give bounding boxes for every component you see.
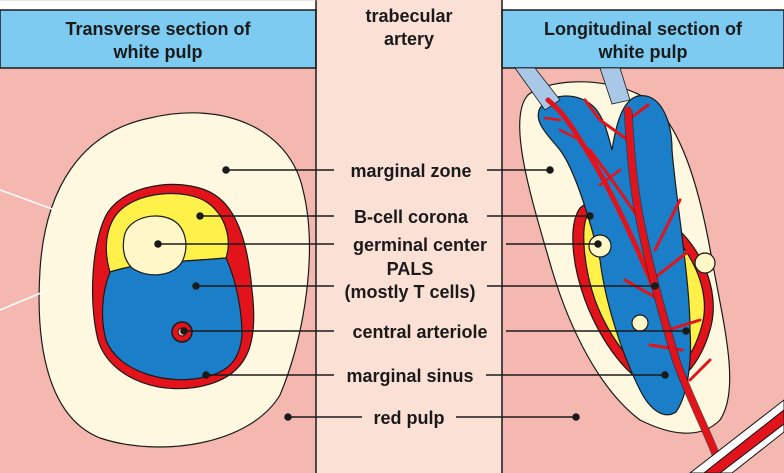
label-pals-line2: (mostly T cells) — [344, 282, 475, 302]
transverse-pals — [103, 258, 242, 380]
label-pals-line1: PALS — [387, 259, 434, 279]
label-marginal-zone: marginal zone — [350, 161, 471, 181]
left-header-line2: white pulp — [113, 42, 203, 62]
center-header-line2: artery — [384, 29, 434, 49]
longitudinal-germinal-center-3 — [632, 315, 648, 331]
label-central-arteriole: central arteriole — [352, 322, 487, 342]
label-germinal-center: germinal center — [353, 235, 487, 255]
center-header-line1: trabecular — [365, 6, 452, 26]
longitudinal-germinal-center-2 — [695, 253, 715, 273]
label-marginal-sinus: marginal sinus — [346, 366, 473, 386]
left-header-line1: Transverse section of — [65, 19, 251, 39]
right-header-line2: white pulp — [598, 42, 688, 62]
label-red-pulp: red pulp — [374, 408, 445, 428]
label-b-cell-corona: B-cell corona — [354, 207, 469, 227]
right-header-line1: Longitudinal section of — [544, 19, 743, 39]
